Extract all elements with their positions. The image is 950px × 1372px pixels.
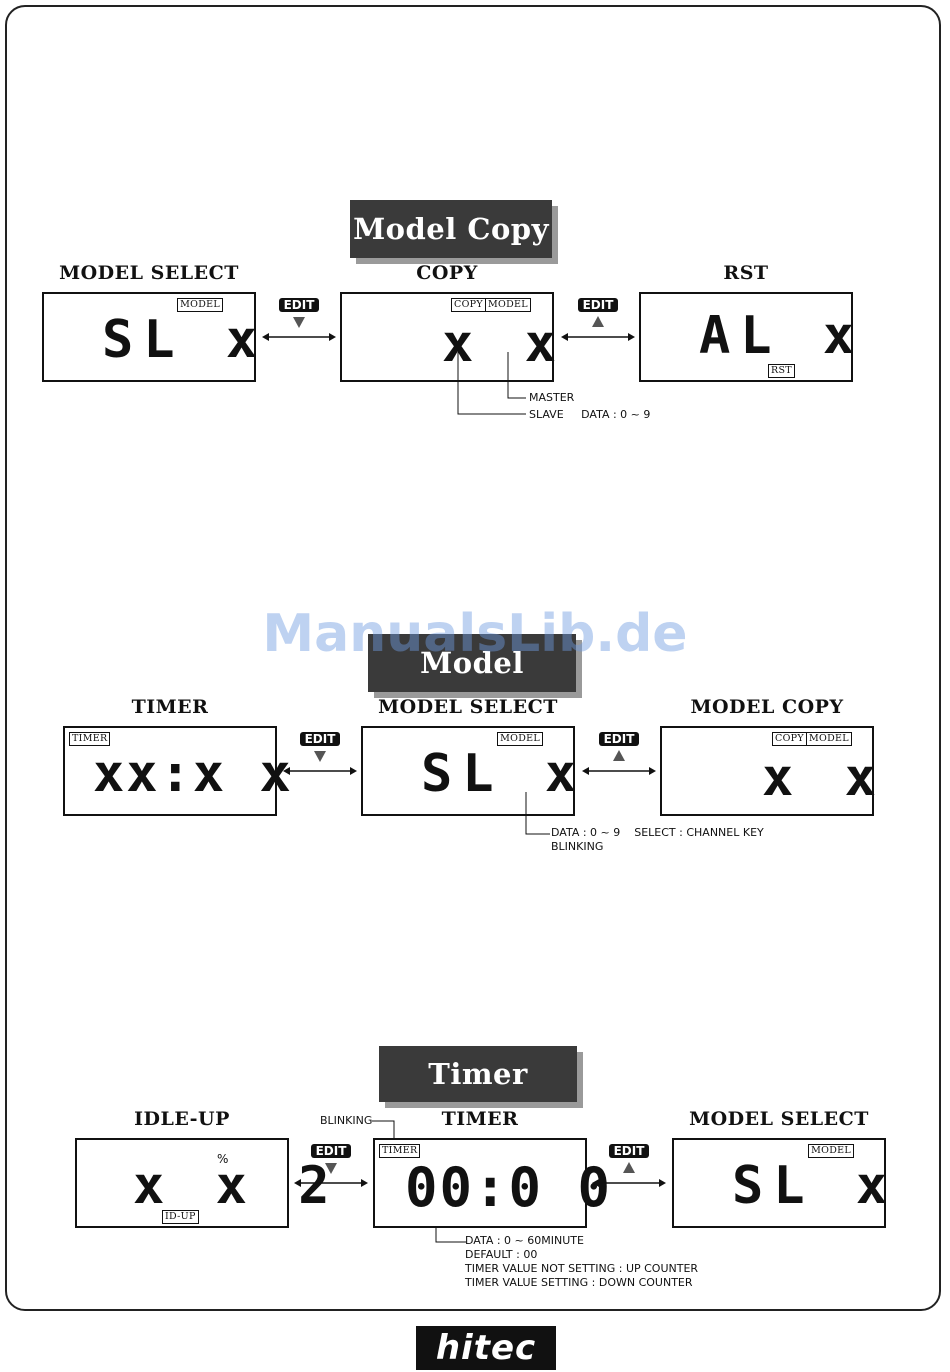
model-select-leader-lines — [525, 792, 550, 835]
timer-tag: TIMER — [69, 732, 111, 746]
rst-display: AL x RST — [639, 292, 854, 382]
master-note: MASTER — [529, 391, 575, 404]
up-arrow-icon — [592, 316, 604, 327]
model-select-display: MODEL SL x — [672, 1138, 887, 1228]
timer-default-note: DEFAULT : 00 — [465, 1248, 538, 1261]
segment-readout: xx:x x — [93, 744, 293, 804]
timer-title: TIMER — [441, 1108, 519, 1130]
timer-display: TIMER xx:x x — [63, 726, 291, 816]
page-frame — [5, 5, 941, 1311]
rst-title: RST — [723, 262, 769, 284]
double-arrow-icon — [582, 766, 656, 776]
timer-display: TIMER 00:0 0 — [373, 1138, 610, 1228]
edit-label: EDIT — [598, 732, 640, 746]
blinking-leader-line — [372, 1120, 395, 1142]
down-counter-note: TIMER VALUE SETTING : DOWN COUNTER — [465, 1276, 693, 1289]
up-arrow-icon — [613, 750, 625, 761]
watermark: ManualsLib.de — [262, 604, 688, 664]
segment-readout: AL x — [699, 306, 865, 366]
segment-readout: x x 2 — [133, 1156, 340, 1216]
model-tag: MODEL — [177, 298, 223, 312]
down-arrow-icon — [314, 751, 326, 762]
idle-up-title: IDLE-UP — [134, 1108, 230, 1130]
model-tag: MODEL — [806, 732, 852, 746]
edit-button[interactable]: EDIT — [310, 1140, 352, 1175]
model-copy-title: MODEL COPY — [690, 696, 844, 718]
segment-readout: SL x — [732, 1156, 898, 1216]
blinking-note: BLINKING — [551, 840, 604, 853]
copy-leader-lines — [457, 352, 526, 415]
segment-readout: x x — [762, 748, 886, 808]
copy-title: COPY — [416, 262, 478, 284]
model-copy-display: COPY MODEL x x — [660, 726, 876, 816]
idle-up-tag: ID-UP — [162, 1210, 199, 1224]
data-note: DATA : 0 ~ 9 SELECT : CHANNEL KEY — [551, 826, 764, 839]
model-tag: MODEL — [497, 732, 543, 746]
segment-readout: 00:0 0 — [405, 1156, 613, 1219]
timer-tag: TIMER — [379, 1144, 421, 1158]
up-arrow-icon — [623, 1162, 635, 1173]
edit-label: EDIT — [310, 1144, 352, 1158]
model-select-title: MODEL SELECT — [378, 696, 558, 718]
model-select-display: MODEL SL x — [42, 292, 257, 382]
model-copy-banner: Model Copy — [350, 200, 552, 258]
double-arrow-icon — [283, 766, 357, 776]
idle-up-display: x x 2 % ID-UP — [75, 1138, 330, 1228]
model-tag: MODEL — [808, 1144, 854, 1158]
edit-label: EDIT — [299, 732, 341, 746]
timer-title: TIMER — [131, 696, 209, 718]
edit-button[interactable]: EDIT — [608, 1140, 650, 1175]
edit-label: EDIT — [608, 1144, 650, 1158]
down-arrow-icon — [293, 317, 305, 328]
down-arrow-icon — [325, 1163, 337, 1174]
double-arrow-icon — [561, 332, 635, 342]
edit-button[interactable]: EDIT — [299, 728, 341, 763]
copy-tag: COPY — [772, 732, 807, 746]
copy-tag: COPY — [451, 298, 486, 312]
model-select-display: MODEL SL x — [361, 726, 576, 816]
segment-readout: SL x — [421, 744, 587, 804]
percent-symbol: % — [217, 1152, 229, 1166]
slave-note: SLAVE DATA : 0 ~ 9 — [529, 408, 651, 421]
edit-button[interactable]: EDIT — [598, 728, 640, 763]
model-select-title: MODEL SELECT — [689, 1108, 869, 1130]
timer-leader-lines — [435, 1228, 466, 1243]
model-tag: MODEL — [485, 298, 531, 312]
double-arrow-icon — [592, 1178, 666, 1188]
timer-data-note: DATA : 0 ~ 60MINUTE — [465, 1234, 584, 1247]
copy-display: COPY MODEL x x — [340, 292, 556, 382]
edit-label: EDIT — [278, 298, 320, 312]
up-counter-note: TIMER VALUE NOT SETTING : UP COUNTER — [465, 1262, 699, 1275]
edit-button[interactable]: EDIT — [577, 294, 619, 329]
edit-button[interactable]: EDIT — [278, 294, 320, 329]
model-select-title: MODEL SELECT — [59, 262, 239, 284]
double-arrow-icon — [294, 1178, 368, 1188]
segment-readout: SL x — [102, 310, 268, 370]
timer-banner: Timer — [379, 1046, 577, 1102]
rst-tag: RST — [768, 364, 795, 378]
double-arrow-icon — [262, 332, 336, 342]
blinking-label: BLINKING — [320, 1114, 373, 1127]
edit-label: EDIT — [577, 298, 619, 312]
segment-readout: x x — [442, 314, 566, 374]
hitec-logo: hitec — [416, 1326, 556, 1370]
